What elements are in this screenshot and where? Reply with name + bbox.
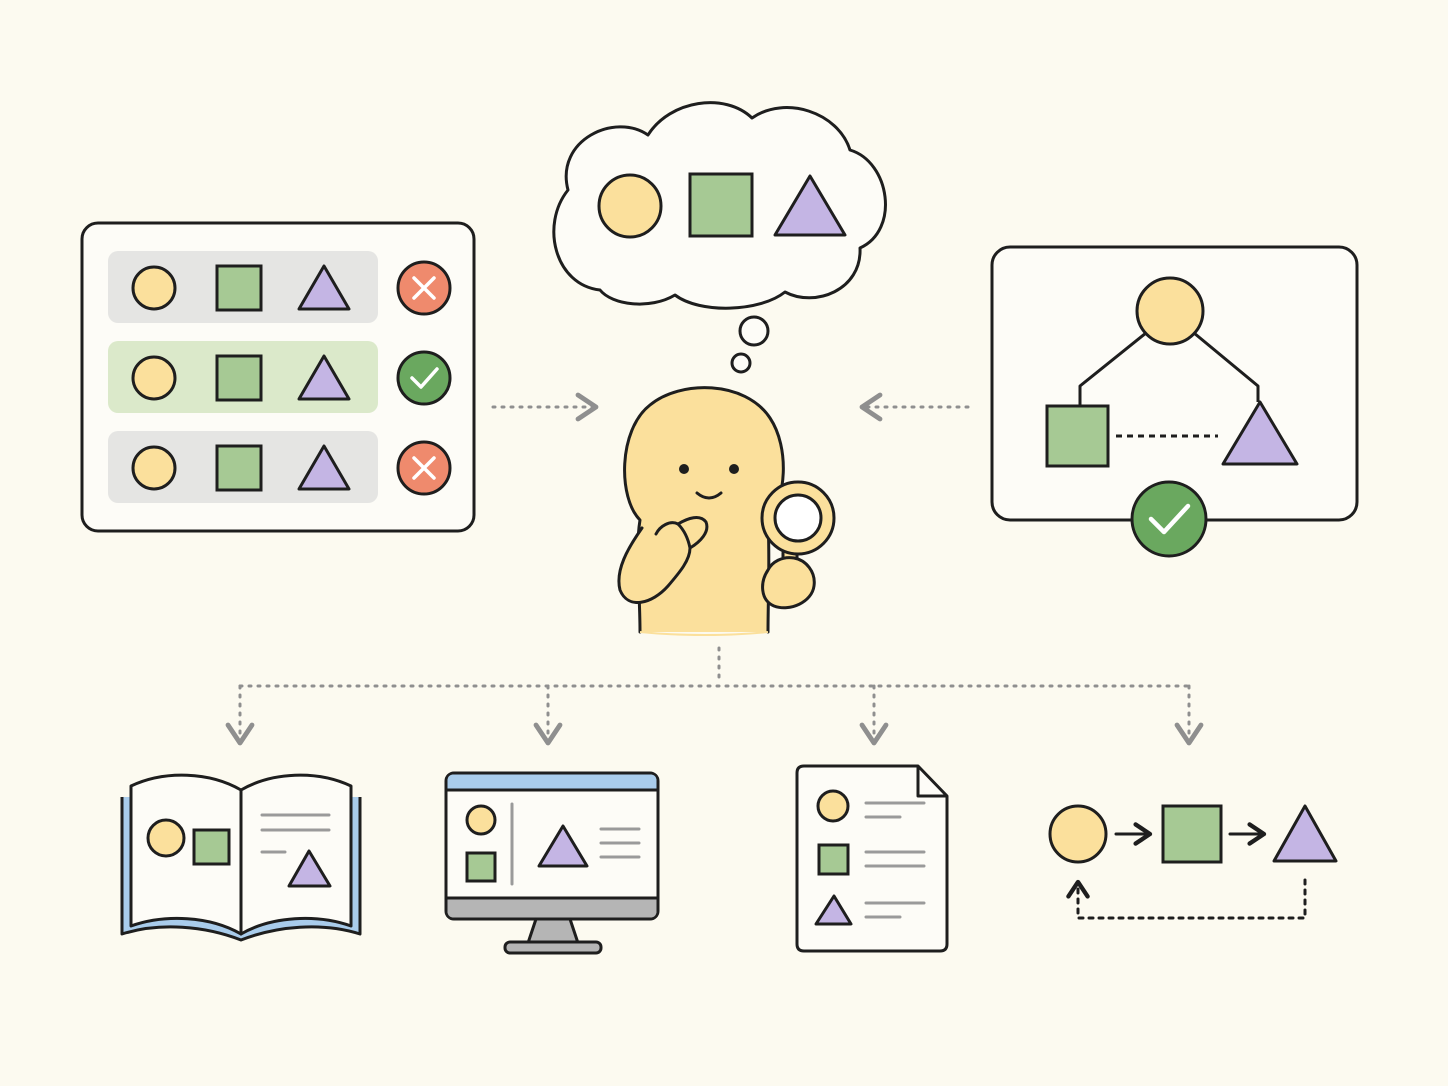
document-fold <box>916 766 947 798</box>
match-list-panel <box>80 221 476 533</box>
text-lines <box>260 813 331 854</box>
monitor-bezel <box>447 899 657 918</box>
monitor-base <box>503 940 603 955</box>
match-row-3 <box>108 431 452 503</box>
relation-link-left <box>1078 331 1147 406</box>
loop-back-arrow <box>1066 878 1307 920</box>
character-right-hand <box>761 556 816 610</box>
computer-monitor-icon <box>444 771 660 955</box>
cross-icon <box>396 440 452 496</box>
square-shape-icon <box>1161 804 1223 864</box>
book-right-page <box>239 773 353 936</box>
circle-shape-icon <box>131 445 177 491</box>
square-shape-icon <box>192 828 231 866</box>
relation-link-right <box>1193 331 1260 402</box>
circle-shape-icon <box>146 818 186 858</box>
text-lines <box>599 827 641 859</box>
triangle-shape-icon <box>1221 400 1299 466</box>
match-row-1 <box>108 251 452 323</box>
square-shape-icon <box>817 843 850 876</box>
relation-panel <box>990 245 1359 558</box>
character-eye-right <box>729 464 739 474</box>
thought-bubble-small <box>730 352 752 374</box>
square-shape-icon <box>215 264 263 312</box>
check-icon <box>1130 480 1208 558</box>
sequence-flow-icon <box>1048 804 1338 920</box>
thought-cloud <box>552 101 887 374</box>
character-eye-left <box>679 464 689 474</box>
triangle-shape-icon <box>297 444 351 491</box>
square-shape-icon <box>1045 404 1110 468</box>
character-smile <box>695 491 723 500</box>
triangle-shape-icon <box>297 264 351 311</box>
square-shape-icon <box>215 444 263 492</box>
match-row-2 <box>108 341 452 413</box>
square-shape-icon <box>688 172 754 238</box>
triangle-shape-icon <box>287 849 332 888</box>
triangle-shape-icon <box>1272 804 1338 863</box>
circle-shape-icon <box>1135 276 1205 346</box>
triangle-shape-icon <box>537 824 589 868</box>
circle-shape-icon <box>131 355 177 401</box>
circle-shape-icon <box>597 173 663 239</box>
text-lines <box>864 801 926 919</box>
circle-shape-icon <box>131 265 177 311</box>
circle-shape-icon <box>1048 804 1108 864</box>
triangle-shape-icon <box>773 174 847 237</box>
document-icon <box>795 764 949 953</box>
square-shape-icon <box>215 354 263 402</box>
circle-shape-icon <box>816 789 850 823</box>
monitor-stand <box>526 917 580 945</box>
circle-shape-icon <box>465 804 497 836</box>
check-icon <box>396 350 452 406</box>
triangle-shape-icon <box>297 354 351 401</box>
thinking-character <box>617 386 836 636</box>
cross-icon <box>396 260 452 316</box>
square-shape-icon <box>465 851 497 883</box>
character-bottom-edge <box>639 631 769 636</box>
output-connectors <box>225 646 1204 746</box>
thought-bubble-large <box>738 315 770 347</box>
triangle-shape-icon <box>814 894 853 926</box>
monitor-titlebar <box>447 774 657 789</box>
open-book-icon <box>120 773 362 942</box>
character-finger-line <box>676 522 692 550</box>
